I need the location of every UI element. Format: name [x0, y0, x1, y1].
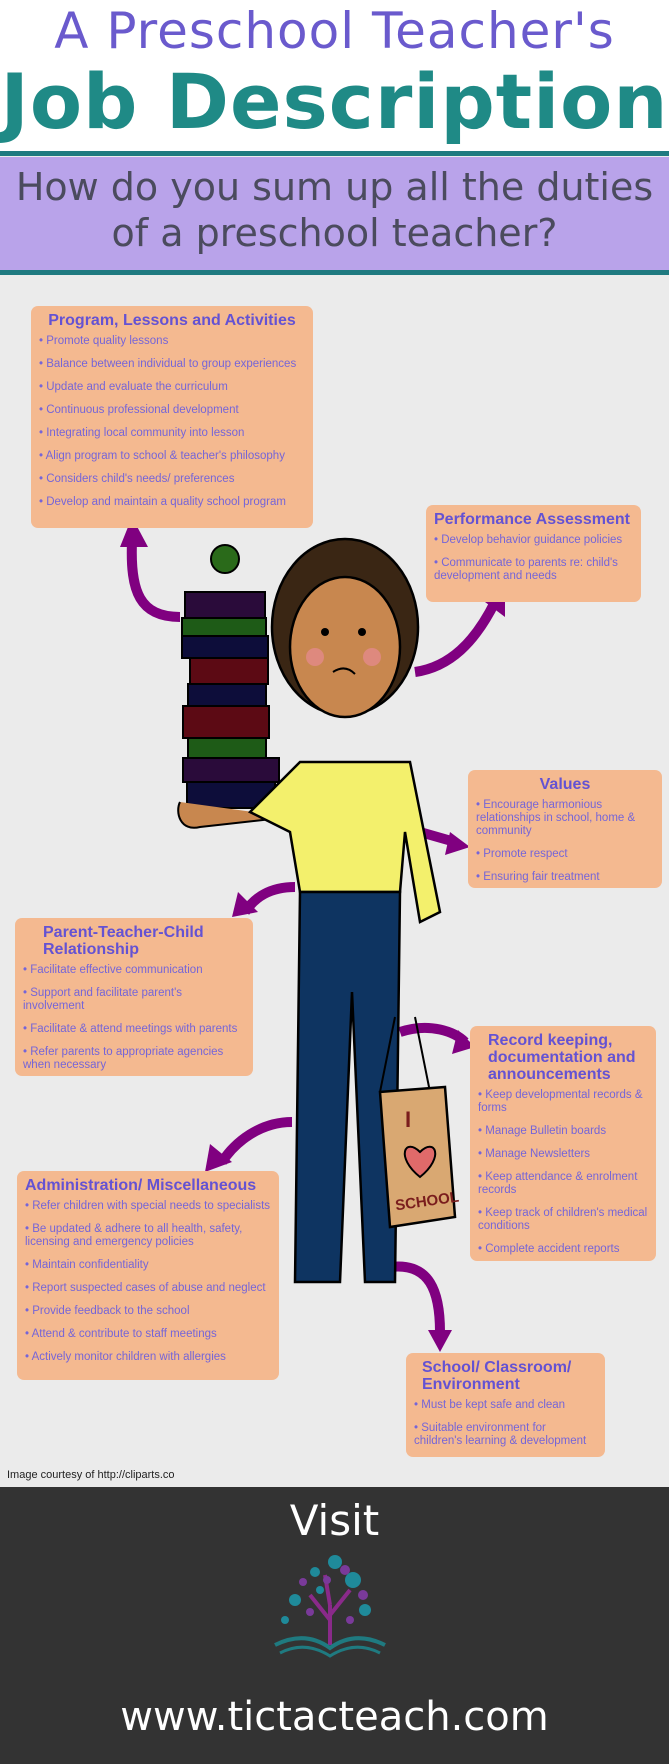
list-item: Considers child's needs/ preferences	[39, 473, 305, 486]
website-link[interactable]: www.tictacteach.com	[120, 1694, 549, 1740]
list-item: Promote quality lessons	[39, 335, 305, 348]
box-title: Performance Assessment	[434, 511, 630, 528]
list-item: Continuous professional development	[39, 404, 305, 417]
header	[0, 0, 669, 152]
book-stack	[181, 591, 280, 809]
apple-icon	[210, 544, 240, 574]
title-line-2: Job Description	[0, 57, 669, 146]
box-title: Parent-Teacher-Child Relationship	[43, 924, 204, 958]
box-school: School/ Classroom/ Environment Must be k…	[406, 1353, 605, 1457]
list-item: Develop and maintain a quality school pr…	[39, 496, 305, 509]
list-item: Complete accident reports	[478, 1243, 648, 1256]
arrow-record	[398, 1022, 469, 1046]
list-item: Update and evaluate the curriculum	[39, 381, 305, 394]
divider	[0, 151, 669, 156]
box-admin: Administration/ Miscellaneous Refer chil…	[17, 1171, 279, 1380]
arrow-school	[389, 1261, 445, 1333]
question-text: How do you sum up all the duties of a pr…	[15, 165, 654, 255]
list-item: Refer children with special needs to spe…	[25, 1200, 271, 1213]
arrow-admin	[217, 1117, 293, 1165]
heart-icon	[403, 1145, 437, 1179]
box-title: Program, Lessons and Activities	[48, 312, 296, 329]
list-item: Keep developmental records & forms	[478, 1089, 648, 1115]
face	[288, 575, 402, 719]
arrow-performance	[414, 599, 500, 677]
question-band	[0, 157, 669, 270]
list-item: Keep track of children's medical conditi…	[478, 1207, 648, 1233]
list-item: Manage Bulletin boards	[478, 1125, 648, 1138]
list-item: Encourage harmonious relationships in sc…	[476, 799, 654, 838]
bag-text-i: I	[405, 1107, 411, 1132]
box-values: Values Encourage harmonious relationship…	[468, 770, 662, 888]
list-item: Suitable environment for children's lear…	[414, 1422, 597, 1448]
jacket	[247, 760, 442, 924]
list-item: Refer parents to appropriate agencies wh…	[23, 1046, 245, 1072]
list-item: Align program to school & teacher's phil…	[39, 450, 305, 463]
list-item: Balance between individual to group expe…	[39, 358, 305, 371]
box-performance: Performance Assessment Develop behavior …	[426, 505, 641, 602]
teacher-illustration: I SCHOOL	[120, 517, 505, 1352]
pants	[293, 890, 402, 1284]
box-title: School/ Classroom/ Environment	[422, 1359, 572, 1393]
hand	[177, 801, 291, 829]
list-item: Attend & contribute to staff meetings	[25, 1328, 271, 1341]
list-item: Promote respect	[476, 848, 654, 861]
box-title: Values	[539, 776, 591, 793]
box-title: Record keeping, documentation and announ…	[488, 1032, 636, 1083]
list-item: Report suspected cases of abuse and negl…	[25, 1282, 271, 1295]
box-record: Record keeping, documentation and announ…	[470, 1026, 656, 1261]
divider	[0, 270, 669, 275]
list-item: Facilitate & attend meetings with parent…	[23, 1023, 245, 1036]
title-line-1: A Preschool Teacher's	[54, 2, 615, 60]
tree-book-logo-icon	[274, 1555, 386, 1658]
box-program: Program, Lessons and Activities Promote …	[31, 306, 313, 528]
image-credit: Image courtesy of http://cliparts.co	[7, 1469, 175, 1481]
list-item: Must be kept safe and clean	[414, 1399, 597, 1412]
list-item: Ensuring fair treatment	[476, 871, 654, 884]
list-item: Support and facilitate parent's involvem…	[23, 987, 245, 1013]
list-item: Facilitate effective communication	[23, 964, 245, 977]
list-item: Be updated & adhere to all health, safet…	[25, 1223, 271, 1249]
list-item: Manage Newsletters	[478, 1148, 648, 1161]
visit-text: Visit	[289, 1496, 380, 1545]
footer	[0, 1487, 669, 1764]
list-item: Communicate to parents re: child's devel…	[434, 557, 633, 583]
list-item: Maintain confidentiality	[25, 1259, 271, 1272]
list-item: Integrating local community into lesson	[39, 427, 305, 440]
list-item: Keep attendance & enrolment records	[478, 1171, 648, 1197]
list-item: Actively monitor children with allergies	[25, 1351, 271, 1364]
box-parent: Parent-Teacher-Child Relationship Facili…	[15, 918, 253, 1076]
box-title: Administration/ Miscellaneous	[25, 1177, 257, 1194]
list-item: Develop behavior guidance policies	[434, 534, 633, 547]
arrow-program	[126, 541, 181, 622]
list-item: Provide feedback to the school	[25, 1305, 271, 1318]
